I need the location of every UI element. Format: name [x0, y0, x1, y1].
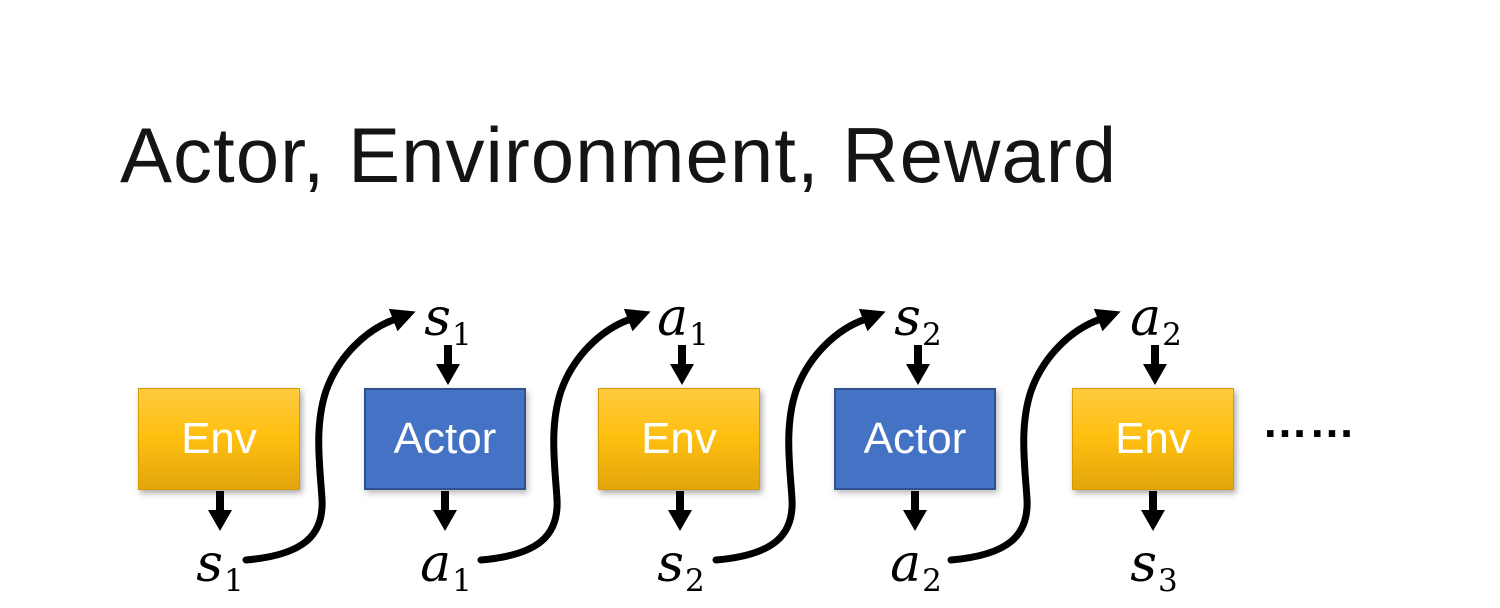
- bottom-label-a2-var: a: [890, 534, 922, 594]
- top-label-s1: s1: [378, 292, 518, 351]
- bottom-label-s3-sub: 3: [1157, 563, 1178, 599]
- bottom-label-s2-sub: 2: [684, 563, 705, 599]
- top-label-a2: a2: [1086, 292, 1226, 351]
- bottom-label-s1-sub: 1: [223, 563, 244, 599]
- curved-arrow-icon-a1-feedback: [477, 308, 651, 564]
- down-arrow-icon-s1-to-actor1: [436, 345, 460, 385]
- bottom-label-a2: a2: [846, 538, 986, 597]
- down-arrow-icon-actor2-out: [903, 491, 927, 531]
- top-label-s2-sub: 2: [921, 317, 942, 353]
- env-box-1-label: Env: [181, 414, 257, 463]
- down-arrow-icon-s2-to-actor2: [906, 345, 930, 385]
- top-label-a1-sub: 1: [689, 317, 709, 353]
- env-box-2: Env: [598, 388, 760, 490]
- bottom-label-s2: s2: [611, 538, 751, 597]
- env-box-2-label: Env: [641, 414, 717, 463]
- top-label-s2: s2: [848, 292, 988, 351]
- curved-arrow-icon-a2-feedback: [947, 308, 1121, 564]
- env-box-3-label: Env: [1115, 414, 1191, 463]
- top-label-a1-var: a: [657, 288, 689, 348]
- down-arrow-icon-a1-to-env2: [670, 345, 694, 385]
- top-label-a2-var: a: [1130, 288, 1162, 348]
- down-arrow-icon-env2-out: [668, 491, 692, 531]
- down-arrow-icon-a2-to-env3: [1143, 345, 1167, 385]
- bottom-label-s1: s1: [150, 538, 290, 597]
- curved-arrow-icon-s1-feedback: [242, 308, 416, 564]
- bottom-label-a2-sub: 2: [922, 563, 942, 599]
- page-title: Actor, Environment, Reward: [120, 111, 1118, 199]
- down-arrow-icon-actor1-out: [433, 491, 457, 531]
- ellipsis: ……: [1262, 395, 1356, 447]
- top-label-s1-sub: 1: [451, 317, 472, 353]
- down-arrow-icon-env3-out: [1141, 491, 1165, 531]
- top-label-s1-var: s: [424, 288, 451, 348]
- bottom-label-s3: s3: [1084, 538, 1224, 597]
- bottom-label-a1-sub: 1: [452, 563, 472, 599]
- actor-box-1: Actor: [364, 388, 526, 490]
- actor-box-2-label: Actor: [863, 414, 967, 463]
- bottom-label-a1-var: a: [420, 534, 452, 594]
- top-label-a1: a1: [613, 292, 753, 351]
- env-box-1: Env: [138, 388, 300, 490]
- bottom-label-s1-var: s: [196, 534, 223, 594]
- bottom-label-s2-var: s: [657, 534, 684, 594]
- down-arrow-icon-env1-out: [208, 491, 232, 531]
- actor-box-1-label: Actor: [393, 414, 497, 463]
- bottom-label-s3-var: s: [1130, 534, 1157, 594]
- bottom-label-a1: a1: [376, 538, 516, 597]
- actor-box-2: Actor: [834, 388, 996, 490]
- env-box-3: Env: [1072, 388, 1234, 490]
- top-label-s2-var: s: [894, 288, 921, 348]
- top-label-a2-sub: 2: [1162, 317, 1182, 353]
- curved-arrow-icon-s2-feedback: [712, 308, 886, 564]
